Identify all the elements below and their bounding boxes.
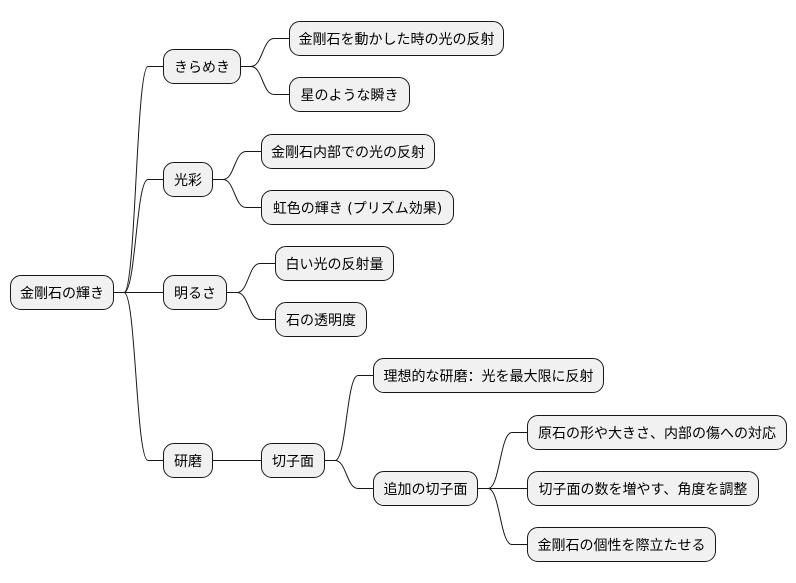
leaf-node-ideal-polish[interactable]: 理想的な研磨：光を最大限に反射 bbox=[373, 358, 604, 393]
leaf-node-internal-reflection[interactable]: 金剛石内部での光の反射 bbox=[261, 134, 435, 169]
topic-node-brightness[interactable]: 明るさ bbox=[163, 275, 227, 310]
connector-facets-to-facets-1 bbox=[325, 375, 373, 461]
connector-brilliance-to-brilliance-2 bbox=[213, 179, 261, 208]
leaf-node-light-reflection-when-moved[interactable]: 金剛石を動かした時の光の反射 bbox=[289, 21, 504, 56]
leaf-node-star-like-twinkle[interactable]: 星のような瞬き bbox=[289, 77, 410, 112]
connector-brightness-to-brightness-1 bbox=[227, 263, 275, 293]
topic-node-facets[interactable]: 切子面 bbox=[261, 443, 325, 478]
connector-root-to-polish bbox=[114, 292, 163, 461]
connector-facets-to-extra-facets bbox=[325, 460, 373, 489]
connector-extra-facets-to-extra-3 bbox=[478, 488, 527, 545]
connector-sparkle-to-sparkle-1 bbox=[241, 38, 289, 67]
leaf-node-more-facets-angles[interactable]: 切子面の数を増やす、角度を調整 bbox=[527, 471, 759, 506]
topic-node-brilliance[interactable]: 光彩 bbox=[163, 162, 213, 197]
connector-extra-facets-to-extra-1 bbox=[478, 432, 527, 489]
leaf-node-transparency[interactable]: 石の透明度 bbox=[275, 302, 367, 337]
connector-brilliance-to-brilliance-1 bbox=[213, 151, 261, 180]
topic-node-sparkle[interactable]: きらめき bbox=[163, 49, 241, 84]
topic-node-polish[interactable]: 研磨 bbox=[163, 443, 213, 478]
leaf-node-rough-stone-handling[interactable]: 原石の形や大きさ、内部の傷への対応 bbox=[527, 415, 787, 450]
leaf-node-rainbow-prism[interactable]: 虹色の輝き (プリズム効果) bbox=[261, 190, 454, 225]
root-node[interactable]: 金剛石の輝き bbox=[10, 275, 114, 310]
connector-root-to-brilliance bbox=[114, 179, 163, 293]
connector-root-to-sparkle bbox=[114, 66, 163, 293]
connector-brightness-to-brightness-2 bbox=[227, 292, 275, 320]
topic-node-extra-facets[interactable]: 追加の切子面 bbox=[373, 471, 478, 506]
leaf-node-white-light-amount[interactable]: 白い光の反射量 bbox=[275, 246, 394, 281]
leaf-node-highlight-individuality[interactable]: 金剛石の個性を際立たせる bbox=[527, 527, 716, 562]
connector-sparkle-to-sparkle-2 bbox=[241, 66, 289, 95]
